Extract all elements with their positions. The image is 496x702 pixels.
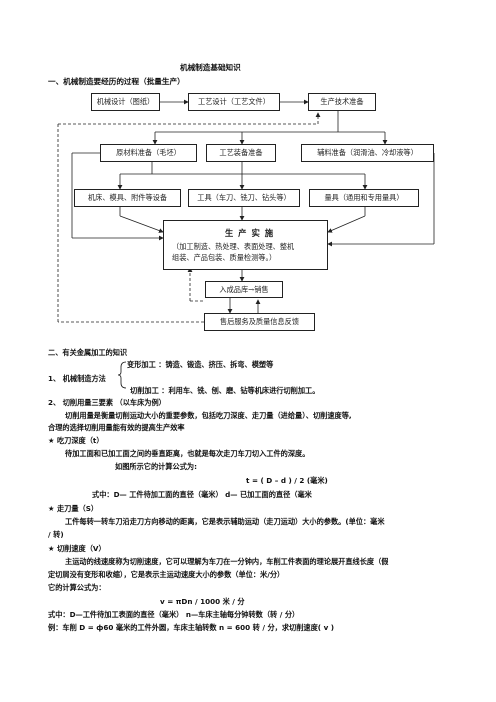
cutting-elements-desc2: 合理的选择切削用量能有效的提高生产效率 (48, 423, 185, 432)
section1-heading: 一、机械制造要经历的过程（批量生产） (48, 77, 185, 86)
production-title: 生 产 实 施 (224, 228, 275, 238)
box-after-sales-feedback: 售后服务及质量信息反馈 (204, 313, 315, 331)
manufacturing-method-a: 变形加工 ：铸造、锻造、挤压、拆弯、模塑等 (127, 360, 274, 369)
depth-formula: t = ( D – d ) / 2 (毫米) (246, 476, 328, 485)
depth-formula-note: 式中：D— 工件待加工面的直径（毫米） d— 已加工面的直径（毫米 (92, 490, 312, 499)
speed-formula-note: 式中：D—工件待加工表面的直径（毫米） n—车床主轴每分钟转数（转 / 分） (48, 610, 300, 619)
box-production-implementation: 生 产 实 施 （加工制造、热处理、表面处理、整机 组装、产品包装、质量检测等。… (163, 220, 328, 270)
box-gauges: 量具（通用和专用量具） (309, 189, 419, 207)
brace-icon (118, 361, 127, 389)
section2-heading: 二、有关金属加工的知识 (48, 348, 128, 357)
manufacturing-method-label: 1、 机械制造方法 (48, 374, 106, 383)
speed-formula-intro: 它的计算公式为： (48, 583, 106, 592)
box-mechanical-design: 机械设计（图纸） (91, 93, 160, 111)
speed-formula: v = πDn / 1000 米 / 分 (160, 597, 245, 606)
depth-of-cut-desc: 待加工面和已加工面之间的垂直距离，也就是每次走刀车刀切入工件的深度。 (65, 449, 310, 458)
feed-rate-desc-line2: / 转) (48, 530, 64, 539)
cutting-three-elements: 2、 切削用量三要素 （以车床为例） (48, 398, 166, 407)
box-auxiliary-material-prep: 辅料准备（润滑油、冷却液等） (301, 144, 434, 162)
feed-rate-desc-line1: 工件每转一转车刀沿走刀方向移动的距离，它是表示辅助运动（走刀运动）大小的参数。(… (65, 517, 385, 526)
cutting-speed-title: ★ 切削速度（V） (48, 544, 106, 553)
box-equipment: 机床、模具、附件等设备 (74, 189, 181, 207)
box-production-tech-prep: 生产技术准备 (308, 93, 376, 111)
box-warehouse-sales: 入成品库→销售 (205, 281, 283, 298)
depth-formula-intro: 如图所示它的计算公式为: (115, 462, 197, 471)
feed-rate-title: ★ 走刀量（S） (48, 504, 99, 513)
cutting-speed-desc-line2: 定切屑没有变形和收缩），它是表示主运动速度大小的参数（单位：米/分） (48, 570, 285, 579)
manufacturing-method-b: 切削加工 ：利用车、铣、刨、磨、钻等机床进行切削加工。 (130, 386, 320, 395)
cutting-speed-desc-line1: 主运动的线速度称为切削速度，它可以理解为车刀在一分钟内，车削工件表面的理论展开直… (65, 557, 389, 566)
depth-of-cut-title: ★ 吃刀深度（t） (48, 436, 104, 445)
document-title: 机械制造基础知识 (180, 63, 241, 72)
production-detail-line1: （加工制造、热处理、表面处理、整机 (172, 242, 295, 251)
box-process-design: 工艺设计（工艺文件） (188, 93, 280, 111)
production-detail-line2: 组装、产品包装、质量检测等。） (172, 253, 277, 262)
cutting-elements-desc: 切削用量是衡量切削运动大小的重要参数，包括吃刀深度、走刀量（进给量）、切削速度等… (65, 411, 352, 420)
box-tooling-prep: 工艺装备准备 (206, 144, 276, 162)
box-tools: 工具（车刀、铣刀、钻头等） (188, 189, 300, 207)
example-problem: 例：车削 D = ф60 毫米的工件外圆，车床主轴转数 n = 600 转 / … (48, 623, 335, 632)
box-raw-material-prep: 原材料准备（毛坯） (100, 144, 197, 162)
